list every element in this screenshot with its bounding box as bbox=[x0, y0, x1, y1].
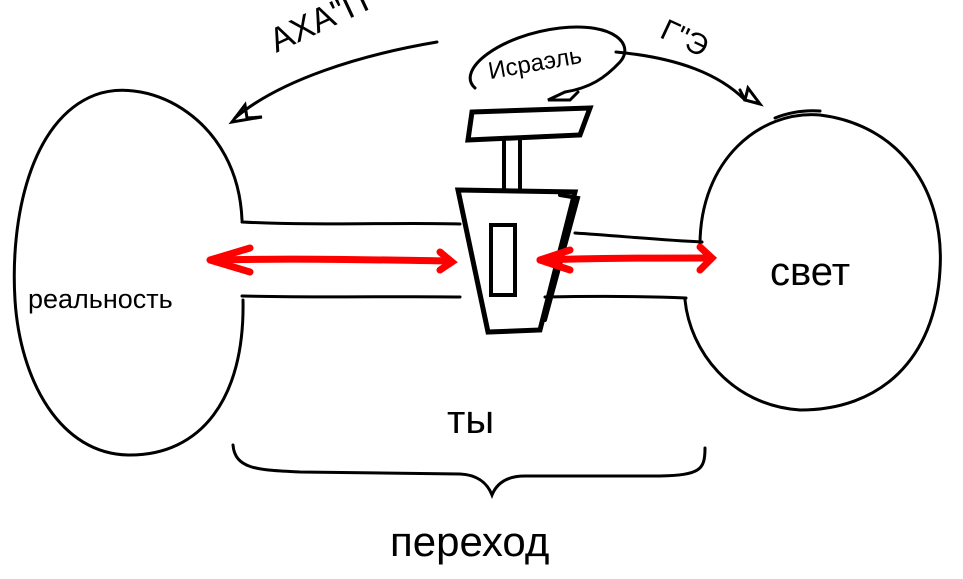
light-ellipse bbox=[683, 113, 942, 412]
red-arrow-right bbox=[536, 254, 714, 264]
transition-label: переход bbox=[390, 518, 550, 565]
device-top bbox=[465, 105, 594, 143]
light-label: свет bbox=[770, 250, 851, 294]
ge-arrow bbox=[614, 50, 747, 102]
reality-label: реальность bbox=[28, 284, 173, 314]
tube-top bbox=[240, 220, 462, 226]
you-label: ты bbox=[447, 398, 495, 442]
red-arrow-left bbox=[211, 255, 454, 265]
tube-bottom bbox=[240, 294, 462, 299]
device-body bbox=[454, 187, 579, 335]
device-window bbox=[489, 223, 517, 297]
israel-bubble bbox=[468, 25, 627, 94]
transition-brace bbox=[231, 443, 707, 500]
axap-arrow bbox=[233, 40, 439, 120]
reality-ellipse bbox=[12, 88, 245, 457]
